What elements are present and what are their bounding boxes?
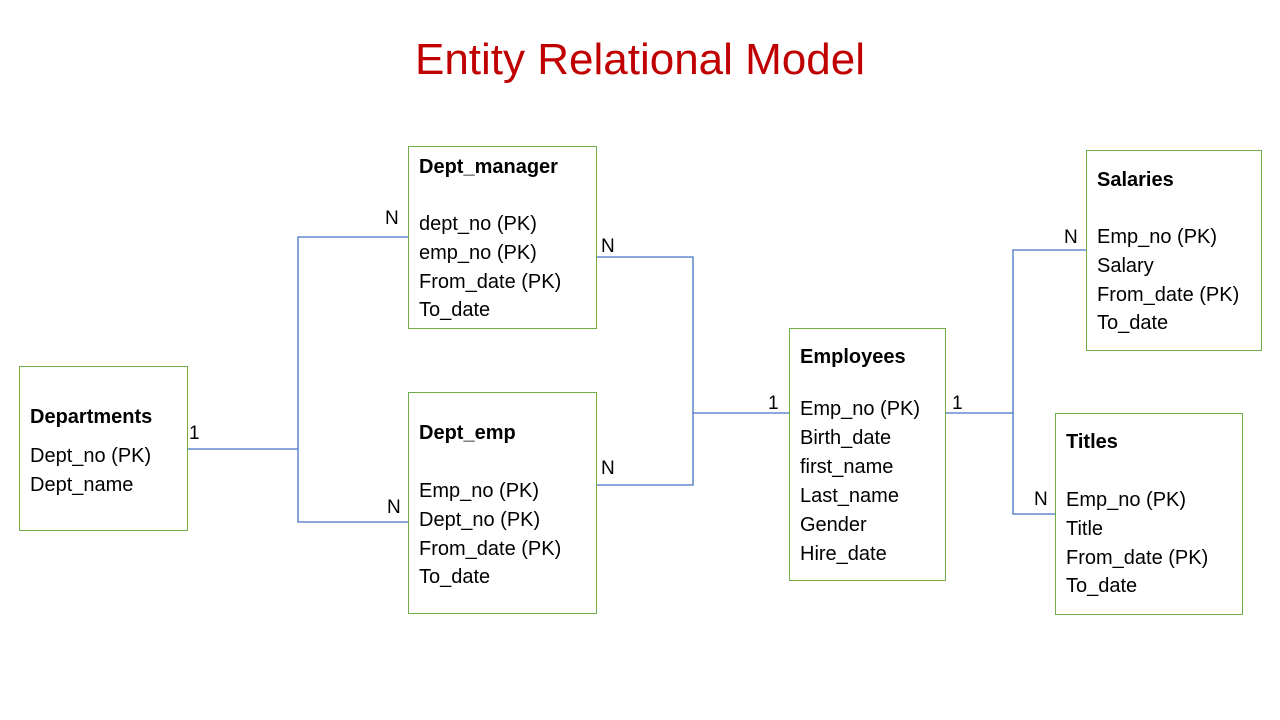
field-dept-no: Dept_no (PK): [419, 509, 541, 531]
entity-name-departments: Departments: [30, 406, 153, 428]
connector-dept-emp-employees: [597, 413, 694, 486]
field-first-name: first_name: [800, 456, 894, 478]
field-to-date: To_date: [419, 566, 491, 588]
field-title: Title: [1066, 518, 1104, 540]
entity-salaries: Salaries Emp_no (PK) Salary From_date (P…: [1086, 150, 1262, 351]
diagram-title: Entity Relational Model: [414, 35, 865, 84]
field-hire-date: Hire_date: [800, 543, 887, 565]
field-salary: Salary: [1097, 255, 1154, 277]
cardinality-departments-manager-from: 1: [189, 423, 200, 444]
connector-dept-manager-employees: [597, 256, 694, 413]
entity-departments: Departments Dept_no (PK) Dept_name: [19, 366, 188, 531]
field-emp-no: Emp_no (PK): [419, 480, 540, 502]
cardinality-employees-out: 1: [952, 393, 963, 414]
field-emp-no: Emp_no (PK): [800, 398, 921, 420]
cardinality-departments-emp-to: N: [387, 497, 401, 518]
entity-employees: Employees Emp_no (PK) Birth_date first_n…: [789, 328, 946, 581]
field-gender: Gender: [800, 514, 867, 536]
field-to-date: To_date: [419, 299, 491, 321]
field-emp-no: emp_no (PK): [419, 242, 537, 264]
entity-dept-manager: Dept_manager dept_no (PK) emp_no (PK) Fr…: [408, 146, 597, 329]
cardinality-dept-emp-employees-from: N: [601, 458, 615, 479]
entity-name-salaries: Salaries: [1097, 169, 1174, 191]
cardinality-manager-employees-from: N: [601, 236, 615, 257]
field-birth-date: Birth_date: [800, 427, 892, 449]
cardinality-titles-to: N: [1034, 489, 1048, 510]
field-to-date: To_date: [1066, 575, 1138, 597]
field-from-date: From_date (PK): [419, 271, 562, 293]
field-from-date: From_date (PK): [419, 538, 562, 560]
entity-name-dept-emp: Dept_emp: [419, 422, 516, 444]
cardinality-salaries-to: N: [1064, 227, 1078, 248]
field-to-date: To_date: [1097, 312, 1169, 334]
entity-dept-emp: Dept_emp Emp_no (PK) Dept_no (PK) From_d…: [408, 392, 597, 614]
field-dept-name: Dept_name: [30, 474, 134, 496]
cardinality-employees-in: 1: [768, 393, 779, 414]
field-emp-no: Emp_no (PK): [1097, 226, 1218, 248]
field-from-date: From_date (PK): [1066, 547, 1209, 569]
connector-departments-dept-manager: [297, 236, 409, 449]
connector-departments-dept-emp: [297, 449, 409, 523]
field-last-name: Last_name: [800, 485, 899, 507]
cardinality-departments-manager-to: N: [385, 208, 399, 229]
connector-employees-titles: [1012, 413, 1056, 515]
field-dept-no: Dept_no (PK): [30, 445, 152, 467]
connector-employees-salaries: [1012, 249, 1087, 413]
field-emp-no: Emp_no (PK): [1066, 489, 1187, 511]
field-dept-no: dept_no (PK): [419, 213, 537, 235]
entity-name-dept-manager: Dept_manager: [419, 156, 558, 178]
field-from-date: From_date (PK): [1097, 284, 1240, 306]
entity-titles: Titles Emp_no (PK) Title From_date (PK) …: [1055, 413, 1243, 615]
entity-name-employees: Employees: [800, 346, 906, 368]
entity-name-titles: Titles: [1066, 431, 1118, 453]
